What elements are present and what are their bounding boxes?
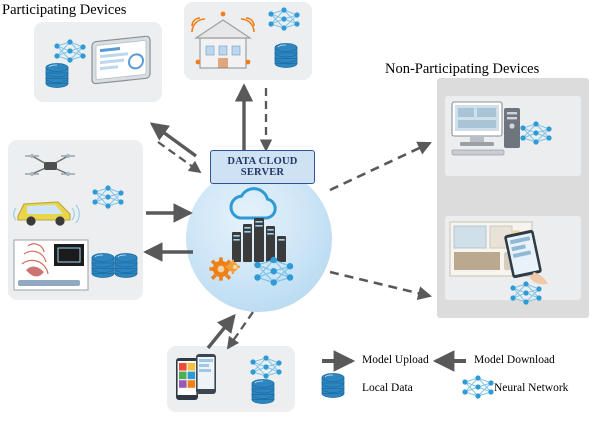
page-title-non-participating: Non-Participating Devices bbox=[385, 61, 540, 77]
cloud-banner-line2: SERVER bbox=[240, 167, 285, 178]
data-cloud-server-circle bbox=[186, 166, 332, 312]
legend-label-local-data: Local Data bbox=[362, 382, 413, 394]
page-title-participating: Participating Devices bbox=[2, 2, 127, 18]
legend-label-model-upload: Model Upload bbox=[362, 354, 429, 366]
tablet-group-panel bbox=[34, 22, 162, 102]
vehicles-group-panel bbox=[8, 140, 143, 300]
non-participating-panel bbox=[437, 78, 589, 318]
database-icon bbox=[321, 373, 345, 398]
data-cloud-server-banner: DATA CLOUD SERVER bbox=[210, 150, 315, 184]
neural-network-icon bbox=[461, 374, 495, 400]
arrow-cloud-to-smarthome-group bbox=[329, 270, 433, 301]
smartphones-group-panel bbox=[167, 346, 295, 412]
smart-building-group-panel bbox=[184, 2, 312, 80]
cloud-banner-line1: DATA CLOUD bbox=[227, 155, 298, 167]
legend-label-model-download: Model Download bbox=[474, 354, 555, 366]
arrow-cloud-to-desktop-group bbox=[329, 141, 432, 192]
arrow-cloud-to-tablet-group bbox=[149, 122, 202, 174]
arrow-cloud-to-smartphones-group bbox=[206, 311, 254, 350]
legend-label-neural-network: Neural Network bbox=[494, 382, 569, 394]
arrow-cloud-to-building-group bbox=[234, 83, 273, 152]
